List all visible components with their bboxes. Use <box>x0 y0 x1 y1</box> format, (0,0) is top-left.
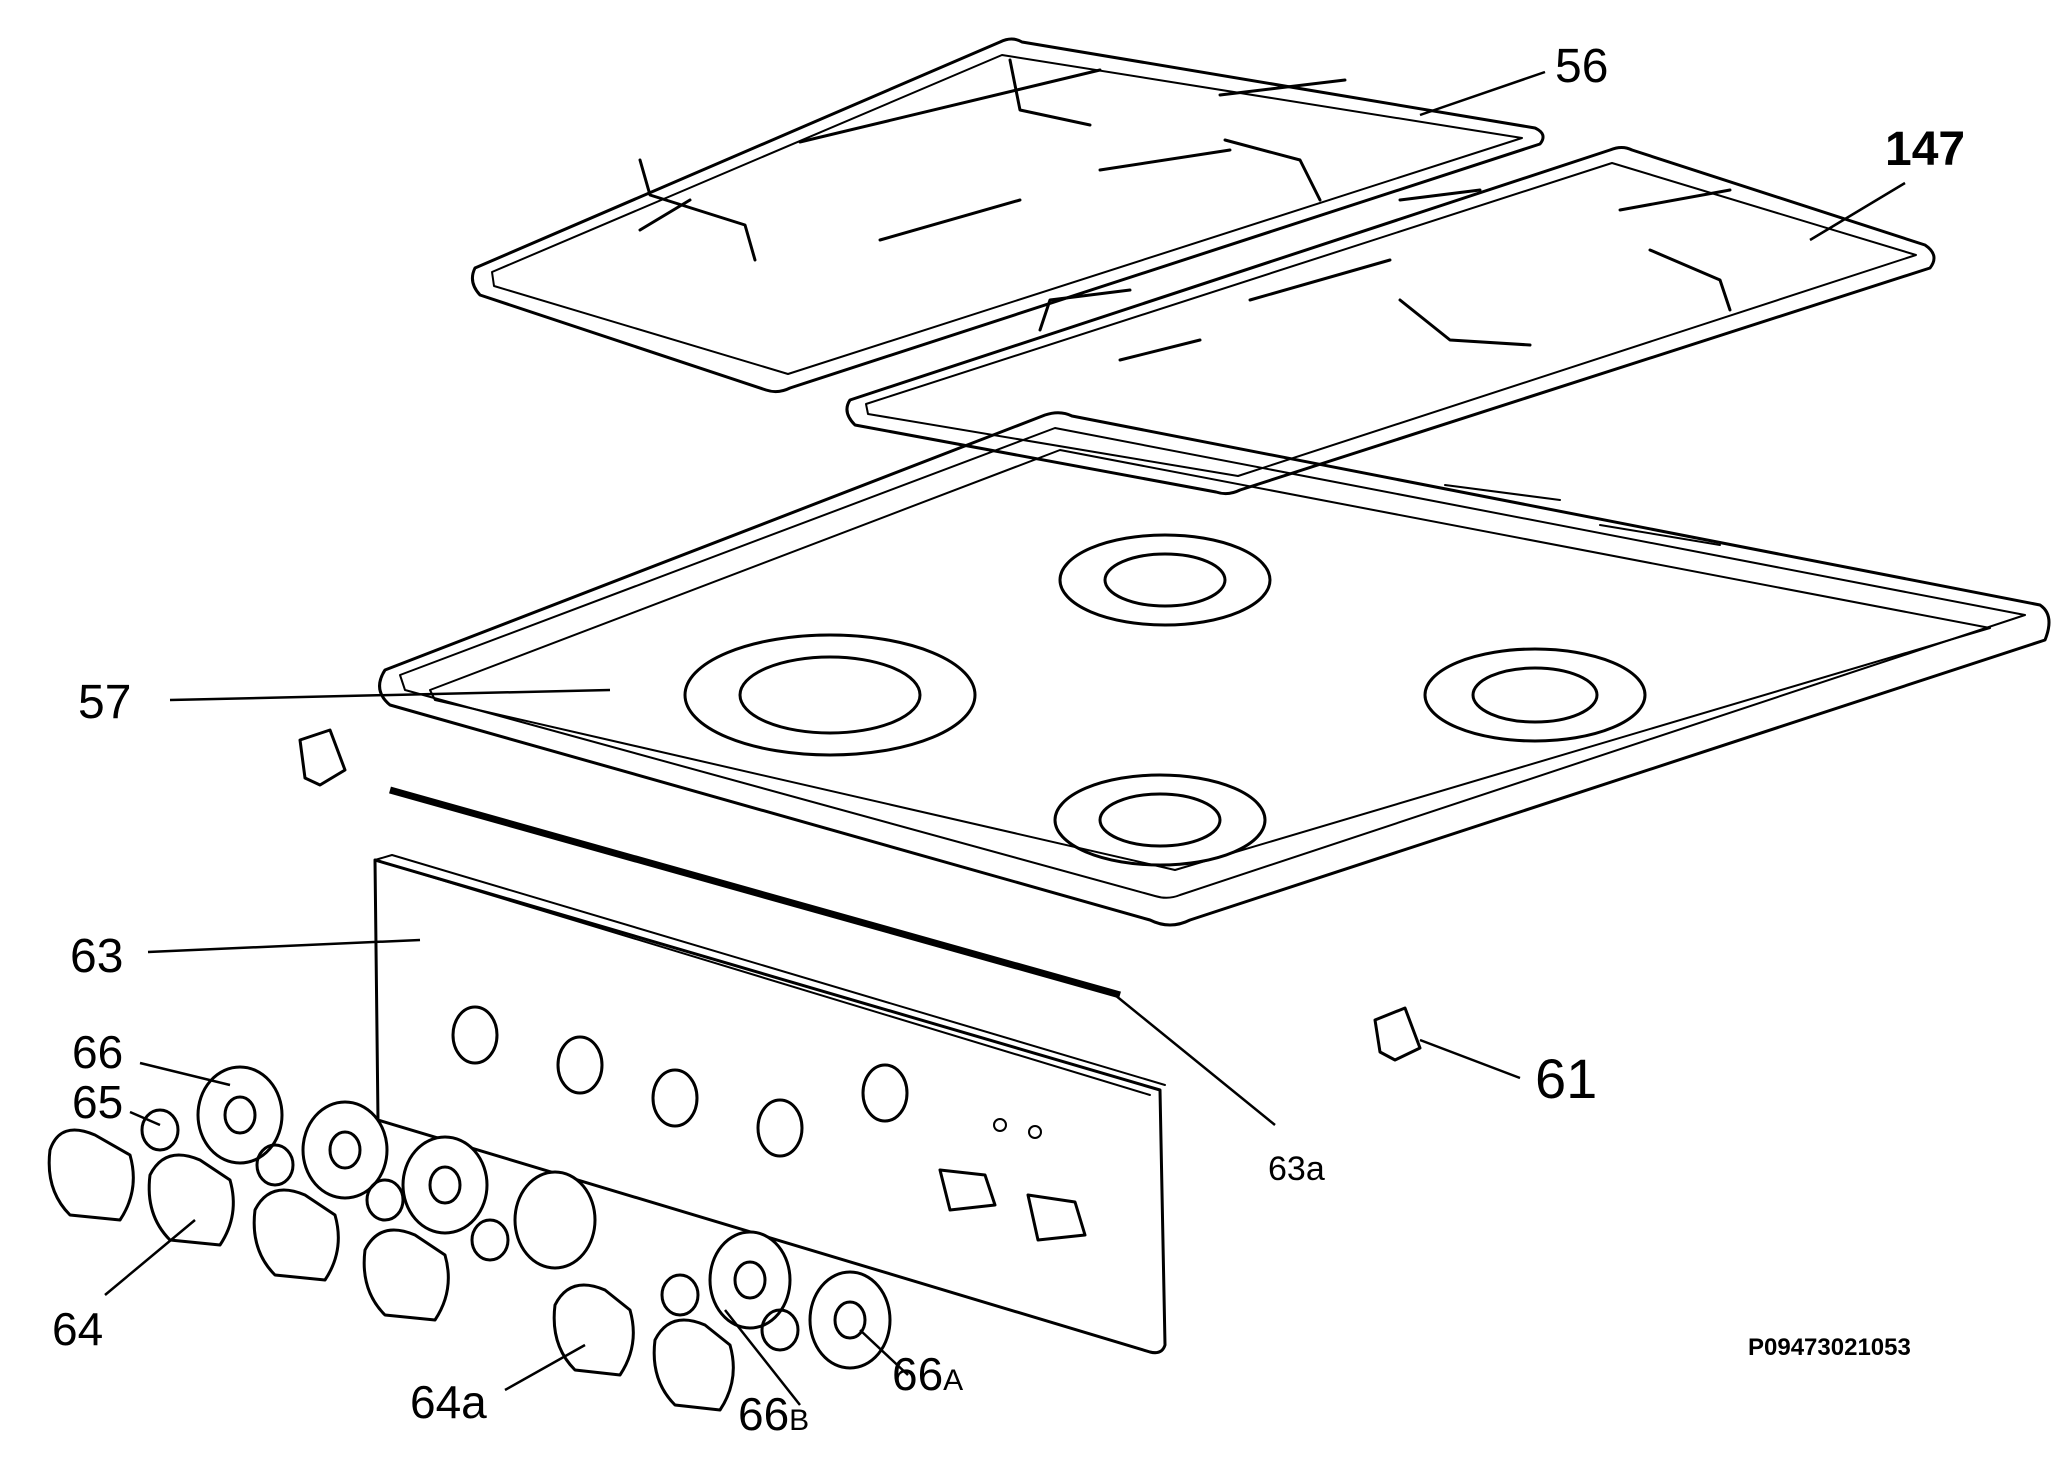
spring-clips-65 <box>140 1108 800 1352</box>
gasket-strip-63a <box>389 786 1121 999</box>
callout-66: 66 <box>72 1026 123 1078</box>
fixing-clip-61 <box>298 728 1422 1062</box>
knob-rings-66 <box>196 1065 892 1370</box>
callout-labels: 56 147 57 63 63a 61 66 65 64 64a 66B 66A… <box>52 40 1965 1440</box>
drawing-code: P09473021053 <box>1748 1334 1911 1361</box>
leader-lines <box>104 70 1906 1406</box>
callout-64a: 64a <box>410 1376 487 1428</box>
callout-63a: 63a <box>1268 1150 1325 1188</box>
callout-64: 64 <box>52 1303 103 1355</box>
callout-63: 63 <box>70 930 123 983</box>
callout-61: 61 <box>1535 1047 1597 1110</box>
callout-66B: 66B <box>738 1388 809 1440</box>
callout-57: 57 <box>78 676 131 729</box>
control-panel-63 <box>373 854 1167 1355</box>
control-knobs-64 <box>47 1128 735 1412</box>
callout-65: 65 <box>72 1076 123 1128</box>
callout-147: 147 <box>1885 123 1965 176</box>
pan-support-147 <box>845 146 1936 496</box>
hob-top-57 <box>378 411 2051 927</box>
pan-support-56 <box>470 37 1545 394</box>
callout-56: 56 <box>1555 40 1608 93</box>
callout-66A: 66A <box>892 1348 963 1400</box>
